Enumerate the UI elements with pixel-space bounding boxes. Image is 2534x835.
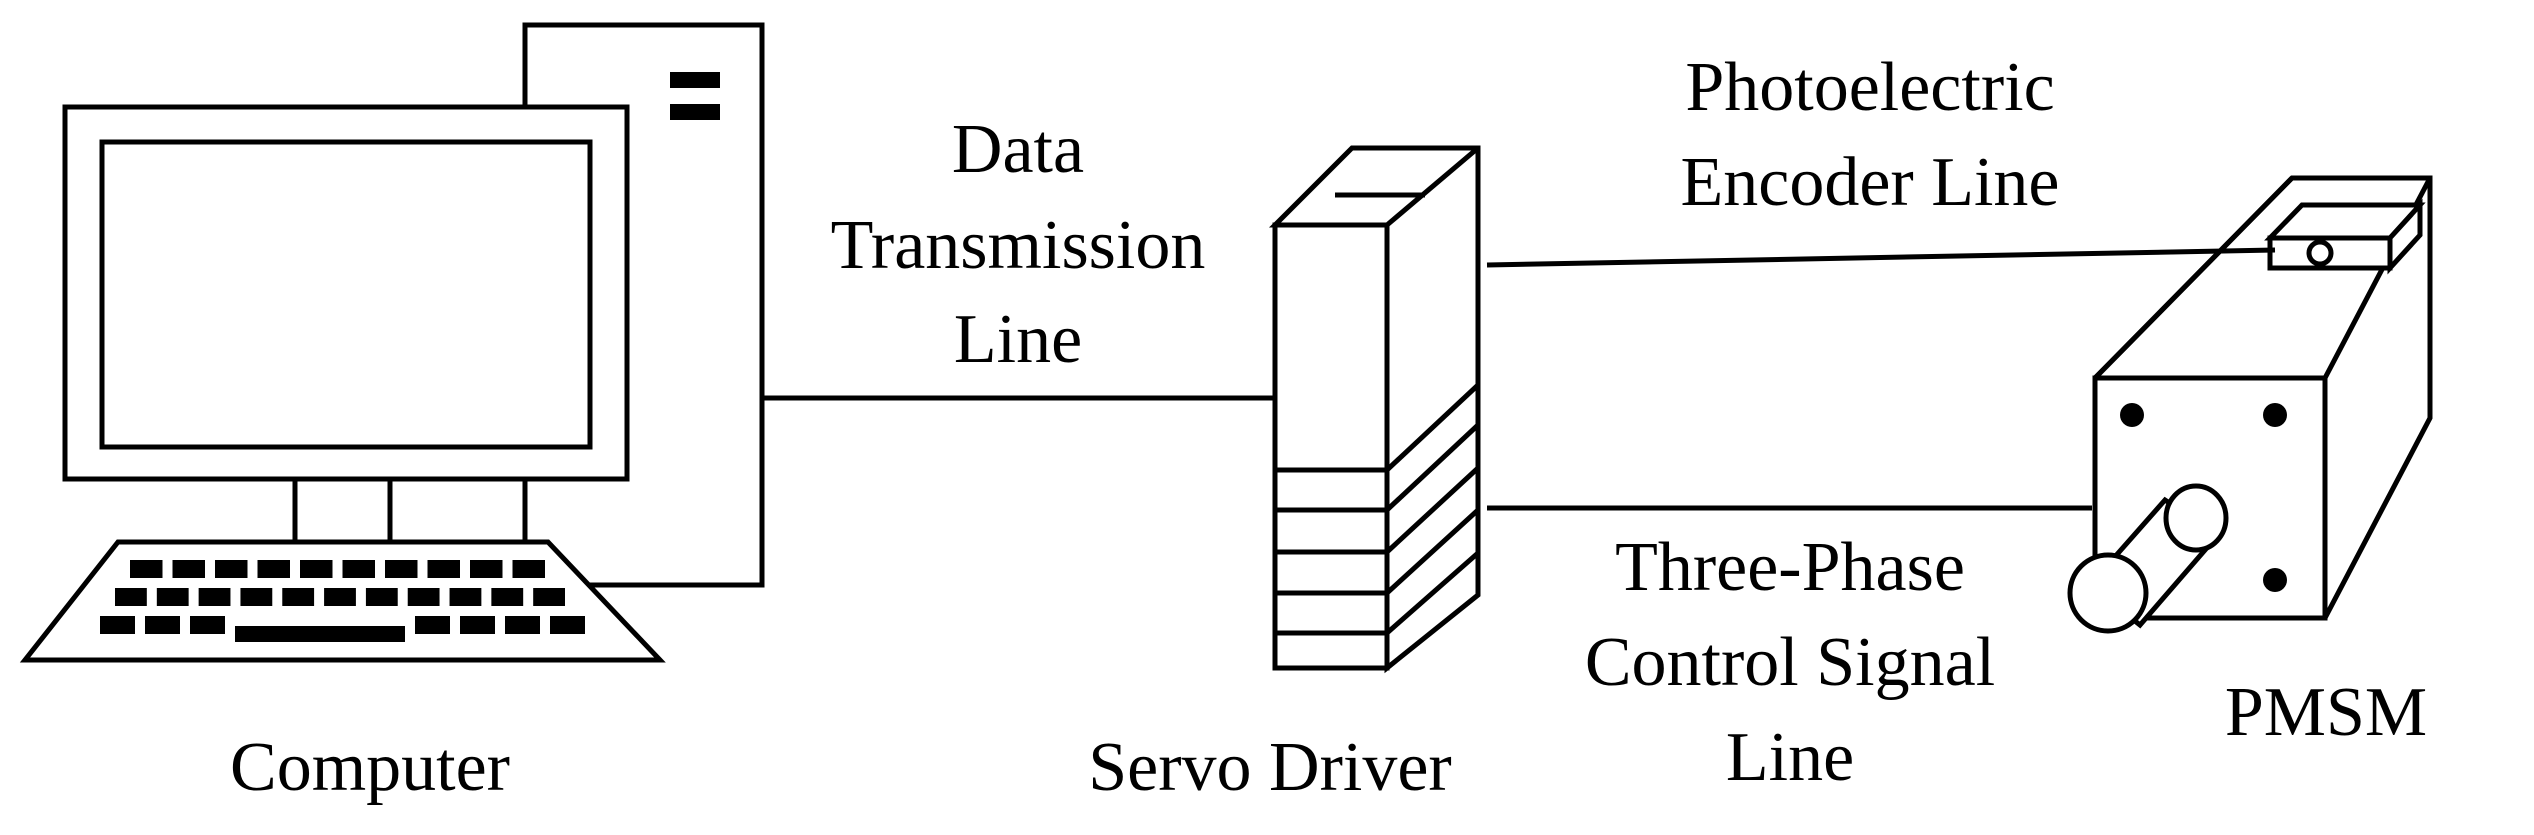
encoder-wire bbox=[1486, 247, 2276, 268]
keyboard-key bbox=[505, 616, 540, 634]
keyboard-key bbox=[282, 588, 315, 606]
keyboard-key bbox=[365, 588, 398, 606]
monitor-screen bbox=[99, 139, 593, 450]
keyboard-key bbox=[491, 588, 524, 606]
data-transmission-label-line: Transmission bbox=[831, 207, 1206, 284]
keyboard-key bbox=[130, 560, 163, 578]
keyboard-key bbox=[240, 588, 273, 606]
keyboard-key bbox=[198, 588, 231, 606]
encoder-line-label: Photoelectric Encoder Line bbox=[1681, 49, 2060, 221]
keyboard-key bbox=[145, 616, 180, 634]
keyboard-key bbox=[427, 560, 460, 578]
keyboard-key bbox=[215, 560, 248, 578]
keyboard-key bbox=[190, 616, 225, 634]
keyboard-key bbox=[100, 616, 135, 634]
keyboard bbox=[19, 539, 666, 663]
control-signal-label-line: Line bbox=[1726, 719, 1854, 796]
keyboard-key bbox=[257, 560, 290, 578]
keyboard-key bbox=[512, 560, 545, 578]
keyboard-key bbox=[449, 588, 482, 606]
control-signal-label: Three-Phase Control Signal Line bbox=[1585, 529, 1995, 796]
keyboard-key bbox=[385, 560, 418, 578]
keyboard-key bbox=[300, 560, 333, 578]
keyboard-key bbox=[342, 560, 375, 578]
monitor-stand bbox=[292, 478, 528, 545]
keyboard-key bbox=[470, 560, 503, 578]
motor-icon bbox=[2067, 175, 2433, 634]
data-transmission-label-line: Line bbox=[954, 301, 1082, 378]
keyboard-space-key bbox=[235, 626, 405, 642]
keyboard-key bbox=[407, 588, 440, 606]
monitor bbox=[62, 104, 630, 482]
desktop-computer-icon bbox=[19, 22, 765, 663]
keyboard-key bbox=[533, 588, 565, 606]
keyboard-key bbox=[156, 588, 189, 606]
keyboard-key bbox=[460, 616, 495, 634]
control-signal-label-line: Three-Phase bbox=[1615, 529, 1965, 606]
keyboard-key bbox=[324, 588, 356, 606]
control-signal-label-line: Control Signal bbox=[1585, 624, 1995, 701]
pmsm-label: PMSM bbox=[2225, 674, 2427, 751]
keyboard-key bbox=[415, 616, 450, 634]
encoder-line-label-line: Photoelectric bbox=[1685, 49, 2054, 126]
keyboard-key bbox=[172, 560, 205, 578]
servo-driver-label: Servo Driver bbox=[1088, 729, 1452, 806]
keyboard-key bbox=[550, 616, 585, 634]
encoder-line-label-line: Encoder Line bbox=[1681, 144, 2060, 221]
encoder-icon bbox=[2264, 198, 2426, 275]
servo-driver-icon bbox=[1268, 145, 1481, 674]
keyboard-key bbox=[115, 588, 147, 606]
motor-shaft bbox=[2067, 483, 2229, 634]
data-transmission-label: Data Transmission Line bbox=[831, 111, 1206, 378]
computer-label: Computer bbox=[230, 729, 510, 806]
data-transmission-label-line: Data bbox=[952, 111, 1084, 188]
driver-slots bbox=[1275, 383, 1480, 636]
